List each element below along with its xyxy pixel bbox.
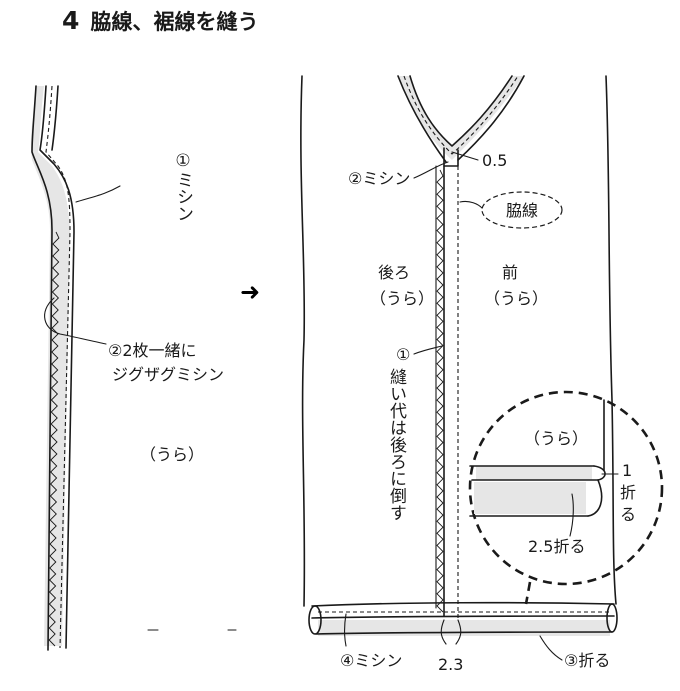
detail-fold-1-txt2: る bbox=[620, 505, 636, 524]
hem-fold-leader bbox=[539, 635, 563, 661]
right-zigzag-stitch bbox=[436, 169, 444, 613]
right-hem-mid bbox=[311, 615, 615, 619]
neck-stitch-label: ②ミシン bbox=[348, 169, 410, 188]
detail-shade-top bbox=[476, 466, 592, 480]
step-title: 4 脇線、裾線を縫う bbox=[62, 6, 259, 36]
side-seam-leader bbox=[459, 200, 483, 209]
detail-magnifier bbox=[468, 390, 664, 586]
right-neck-inner bbox=[409, 75, 513, 147]
right-hem-top bbox=[311, 601, 615, 607]
right-neck-shade bbox=[398, 76, 524, 160]
detail-shade-bottom bbox=[474, 482, 586, 514]
left-leader-zigzag bbox=[44, 297, 107, 345]
left-label-wrong-side: （うら） bbox=[140, 445, 204, 464]
side-seam-bubble bbox=[481, 191, 563, 229]
right-hem-left-curl bbox=[308, 605, 322, 635]
left-zigzag-stitch bbox=[48, 231, 60, 647]
side-seam-label: 脇線 bbox=[506, 201, 538, 220]
seam-note-number: ① bbox=[396, 345, 410, 364]
detail-hem-fold bbox=[469, 399, 606, 517]
step-number: 4 bbox=[62, 6, 80, 35]
neck-stitch-leader bbox=[413, 161, 449, 179]
left-leader-stitch bbox=[75, 185, 121, 203]
left-inner-edge bbox=[39, 85, 75, 649]
seam-note-text: 縫い代は後ろに倒す bbox=[386, 368, 407, 521]
arrow-icon: ➜ bbox=[240, 278, 260, 306]
right-outer-right-edge bbox=[605, 75, 617, 605]
hem-dim-marks bbox=[440, 619, 462, 645]
hem-fold-label: ③折る bbox=[564, 651, 610, 670]
front-wrong-side: （うら） bbox=[484, 289, 548, 308]
left-stitch-line bbox=[45, 85, 71, 649]
detail-fold-1-num: 1 bbox=[622, 461, 632, 480]
right-outer-left-edge bbox=[300, 75, 306, 607]
detail-fold-2-leader bbox=[569, 493, 574, 537]
right-hem-right-curl bbox=[606, 603, 618, 633]
right-neck-outer bbox=[397, 75, 447, 163]
left-label-stitch: ①ミシン bbox=[122, 151, 193, 220]
detail-fold-curl bbox=[593, 465, 606, 481]
neck-dimension: 0.5 bbox=[482, 151, 507, 170]
back-wrong-side: （うら） bbox=[370, 289, 434, 308]
hem-dimension: 2.3 bbox=[438, 655, 463, 674]
left-label-zigzag-1: ②2枚一緒に bbox=[108, 341, 197, 360]
detail-fold-1-txt: 折 bbox=[620, 483, 636, 502]
seam-note-leader bbox=[413, 345, 443, 355]
left-neck-line bbox=[51, 85, 59, 151]
left-outer-edge bbox=[31, 85, 53, 651]
right-neck-outer-2 bbox=[457, 75, 525, 161]
neck-dim-tick bbox=[451, 151, 479, 161]
detail-fold-2: 2.5折る bbox=[528, 537, 585, 556]
right-neck-stitch bbox=[403, 75, 519, 155]
detail-connector bbox=[524, 581, 532, 605]
left-label-zigzag-2: ジグザグミシン bbox=[112, 365, 224, 384]
detail-wrong-side: （うら） bbox=[524, 429, 588, 448]
front-label: 前 bbox=[502, 263, 518, 282]
hem-stitch-leader bbox=[343, 613, 347, 647]
back-label: 後ろ bbox=[378, 263, 410, 282]
detail-fold-big bbox=[587, 479, 603, 517]
step-title-text: 脇線、裾線を縫う bbox=[90, 10, 259, 34]
left-garment bbox=[30, 85, 237, 651]
right-neck-join bbox=[443, 147, 459, 167]
hem-stitch-label: ④ミシン bbox=[340, 651, 402, 670]
